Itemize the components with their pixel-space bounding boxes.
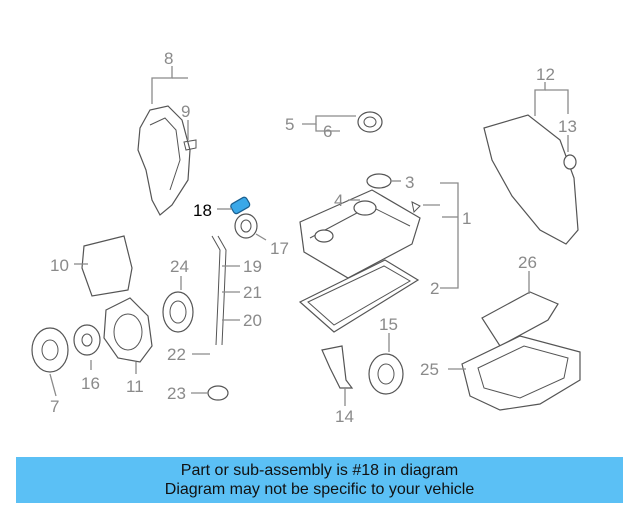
callout-12: 12 <box>536 65 555 84</box>
oil-filler-cap <box>366 173 392 189</box>
callout-24: 24 <box>170 257 189 276</box>
crankshaft-pulley <box>31 327 69 373</box>
callout-22: 22 <box>167 345 186 364</box>
callout-3: 3 <box>405 173 414 192</box>
callout-labels: 8 9 5 6 12 13 3 4 1 18 17 24 26 10 19 2 … <box>50 49 577 426</box>
crankshaft-cover <box>103 297 153 363</box>
callout-5: 5 <box>285 115 294 134</box>
banner-line-1: Part or sub-assembly is #18 in diagram <box>180 462 459 479</box>
callout-6: 6 <box>323 122 332 141</box>
callout-13: 13 <box>558 117 577 136</box>
seal-23 <box>207 385 229 401</box>
callout-18: 18 <box>193 201 212 220</box>
info-banner: Part or sub-assembly is #18 in diagram D… <box>16 457 623 503</box>
callout-23: 23 <box>167 384 186 403</box>
callout-8: 8 <box>164 49 173 68</box>
valve-cover-gasket <box>298 259 420 333</box>
callout-19: 19 <box>243 257 262 276</box>
callout-25: 25 <box>420 360 439 379</box>
callout-16: 16 <box>81 374 100 393</box>
lower-timing-cover <box>81 235 133 297</box>
leader-lines <box>49 66 569 406</box>
callout-4: 4 <box>334 191 343 210</box>
oil-pan <box>461 335 581 411</box>
oil-baffle <box>481 291 559 347</box>
callout-1: 1 <box>462 209 471 228</box>
rear-timing-cover <box>483 114 579 245</box>
chain-guide <box>321 345 354 389</box>
timing-cover-screw <box>183 139 197 151</box>
oil-pump-sprocket <box>162 291 194 333</box>
callout-15: 15 <box>379 315 398 334</box>
dipstick-tube <box>211 235 227 346</box>
banner-line-2: Diagram may not be specific to your vehi… <box>164 481 475 498</box>
callout-21: 21 <box>243 283 262 302</box>
crankshaft-sprocket <box>73 324 101 356</box>
callout-7: 7 <box>50 397 59 416</box>
parts-diagram: 8 9 5 6 12 13 3 4 1 18 17 24 26 10 19 2 … <box>31 49 581 426</box>
valve-cover <box>299 189 421 279</box>
callout-14: 14 <box>335 407 354 426</box>
upper-timing-cover <box>137 105 191 216</box>
breather-cap <box>357 111 383 133</box>
callout-9: 9 <box>181 102 190 121</box>
callout-20: 20 <box>243 311 262 330</box>
callout-10: 10 <box>50 256 69 275</box>
callout-11: 11 <box>126 377 144 396</box>
camshaft-sprocket <box>368 353 404 395</box>
part-18-highlighted <box>230 196 251 215</box>
callout-17: 17 <box>270 239 289 258</box>
callout-26: 26 <box>518 253 537 272</box>
idler-pulley <box>234 213 258 239</box>
cover-bolt <box>411 201 421 214</box>
callout-2: 2 <box>430 279 439 298</box>
